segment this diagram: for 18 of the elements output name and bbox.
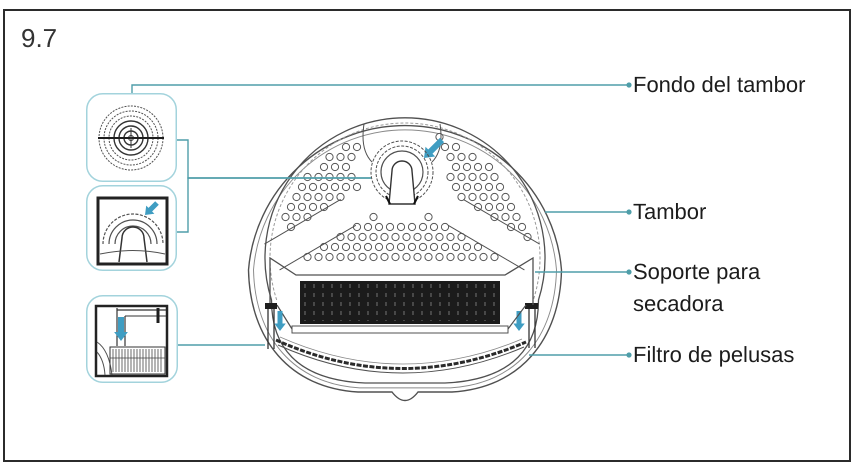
part-label: Fondo del tambor	[633, 69, 807, 101]
part-label: Soporte para secadora	[633, 256, 762, 320]
drum-hub	[371, 141, 433, 205]
leader-line	[545, 209, 632, 215]
figure-number: 9.7	[21, 23, 58, 53]
part-label: Filtro de pelusas	[633, 339, 796, 371]
filter-clip	[265, 302, 287, 350]
leader-line	[177, 177, 371, 233]
part-label: Tambor	[633, 196, 708, 228]
lint-filter	[273, 335, 529, 376]
closeup-panel	[86, 93, 177, 182]
dryer-rack	[267, 256, 535, 336]
closeup-panel	[86, 185, 177, 271]
leader-line	[535, 269, 632, 275]
closeup-panel	[86, 295, 178, 383]
leader-line	[529, 352, 632, 358]
leader-line	[178, 344, 265, 346]
leader-line	[131, 82, 632, 93]
